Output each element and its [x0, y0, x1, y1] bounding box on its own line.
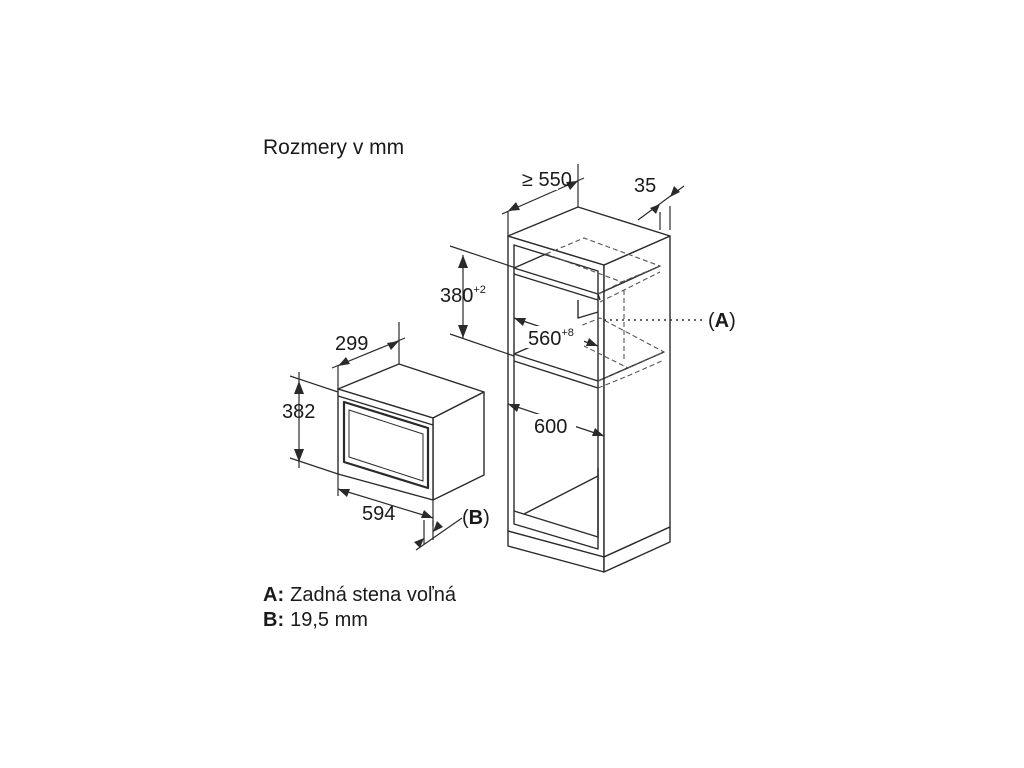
legend-item-a: A:Zadná stena voľná [263, 584, 457, 606]
appliance-width-label: 594 [362, 503, 395, 525]
lower-floor [513, 468, 599, 538]
legend-item-b: B:19,5 mm [263, 609, 368, 631]
cabinet [507, 206, 671, 573]
niche-width-label: 560+8 [528, 327, 574, 350]
appliance-depth-label: 299 [335, 333, 368, 355]
legend: A:Zadná stena voľná B:19,5 mm [263, 584, 457, 631]
niche-height-label: 380+2 [440, 284, 486, 307]
appliance-height-label: 382 [282, 401, 315, 423]
cabinet-depth-label: ≥ 550 [522, 169, 572, 191]
open-back-dashed-lines [544, 237, 666, 389]
niche-bottom-shelf [513, 353, 599, 382]
cabinet-front-face [507, 235, 605, 558]
cabinet-top-face [507, 206, 671, 266]
appliance-dimension-lines [289, 322, 463, 551]
cabinet-dimension-lines [449, 164, 685, 437]
cabinet-width-label: 600 [534, 416, 567, 438]
diagram-title: Rozmery v mm [263, 136, 404, 159]
appliance-door-window [342, 400, 430, 490]
side-gap-label: 35 [634, 175, 656, 197]
niche-back-step [577, 300, 599, 319]
cabinet-side-face [603, 235, 671, 558]
appliance [337, 363, 485, 501]
callout-a: (A) [708, 310, 736, 332]
callout-b: (B) [462, 507, 490, 529]
